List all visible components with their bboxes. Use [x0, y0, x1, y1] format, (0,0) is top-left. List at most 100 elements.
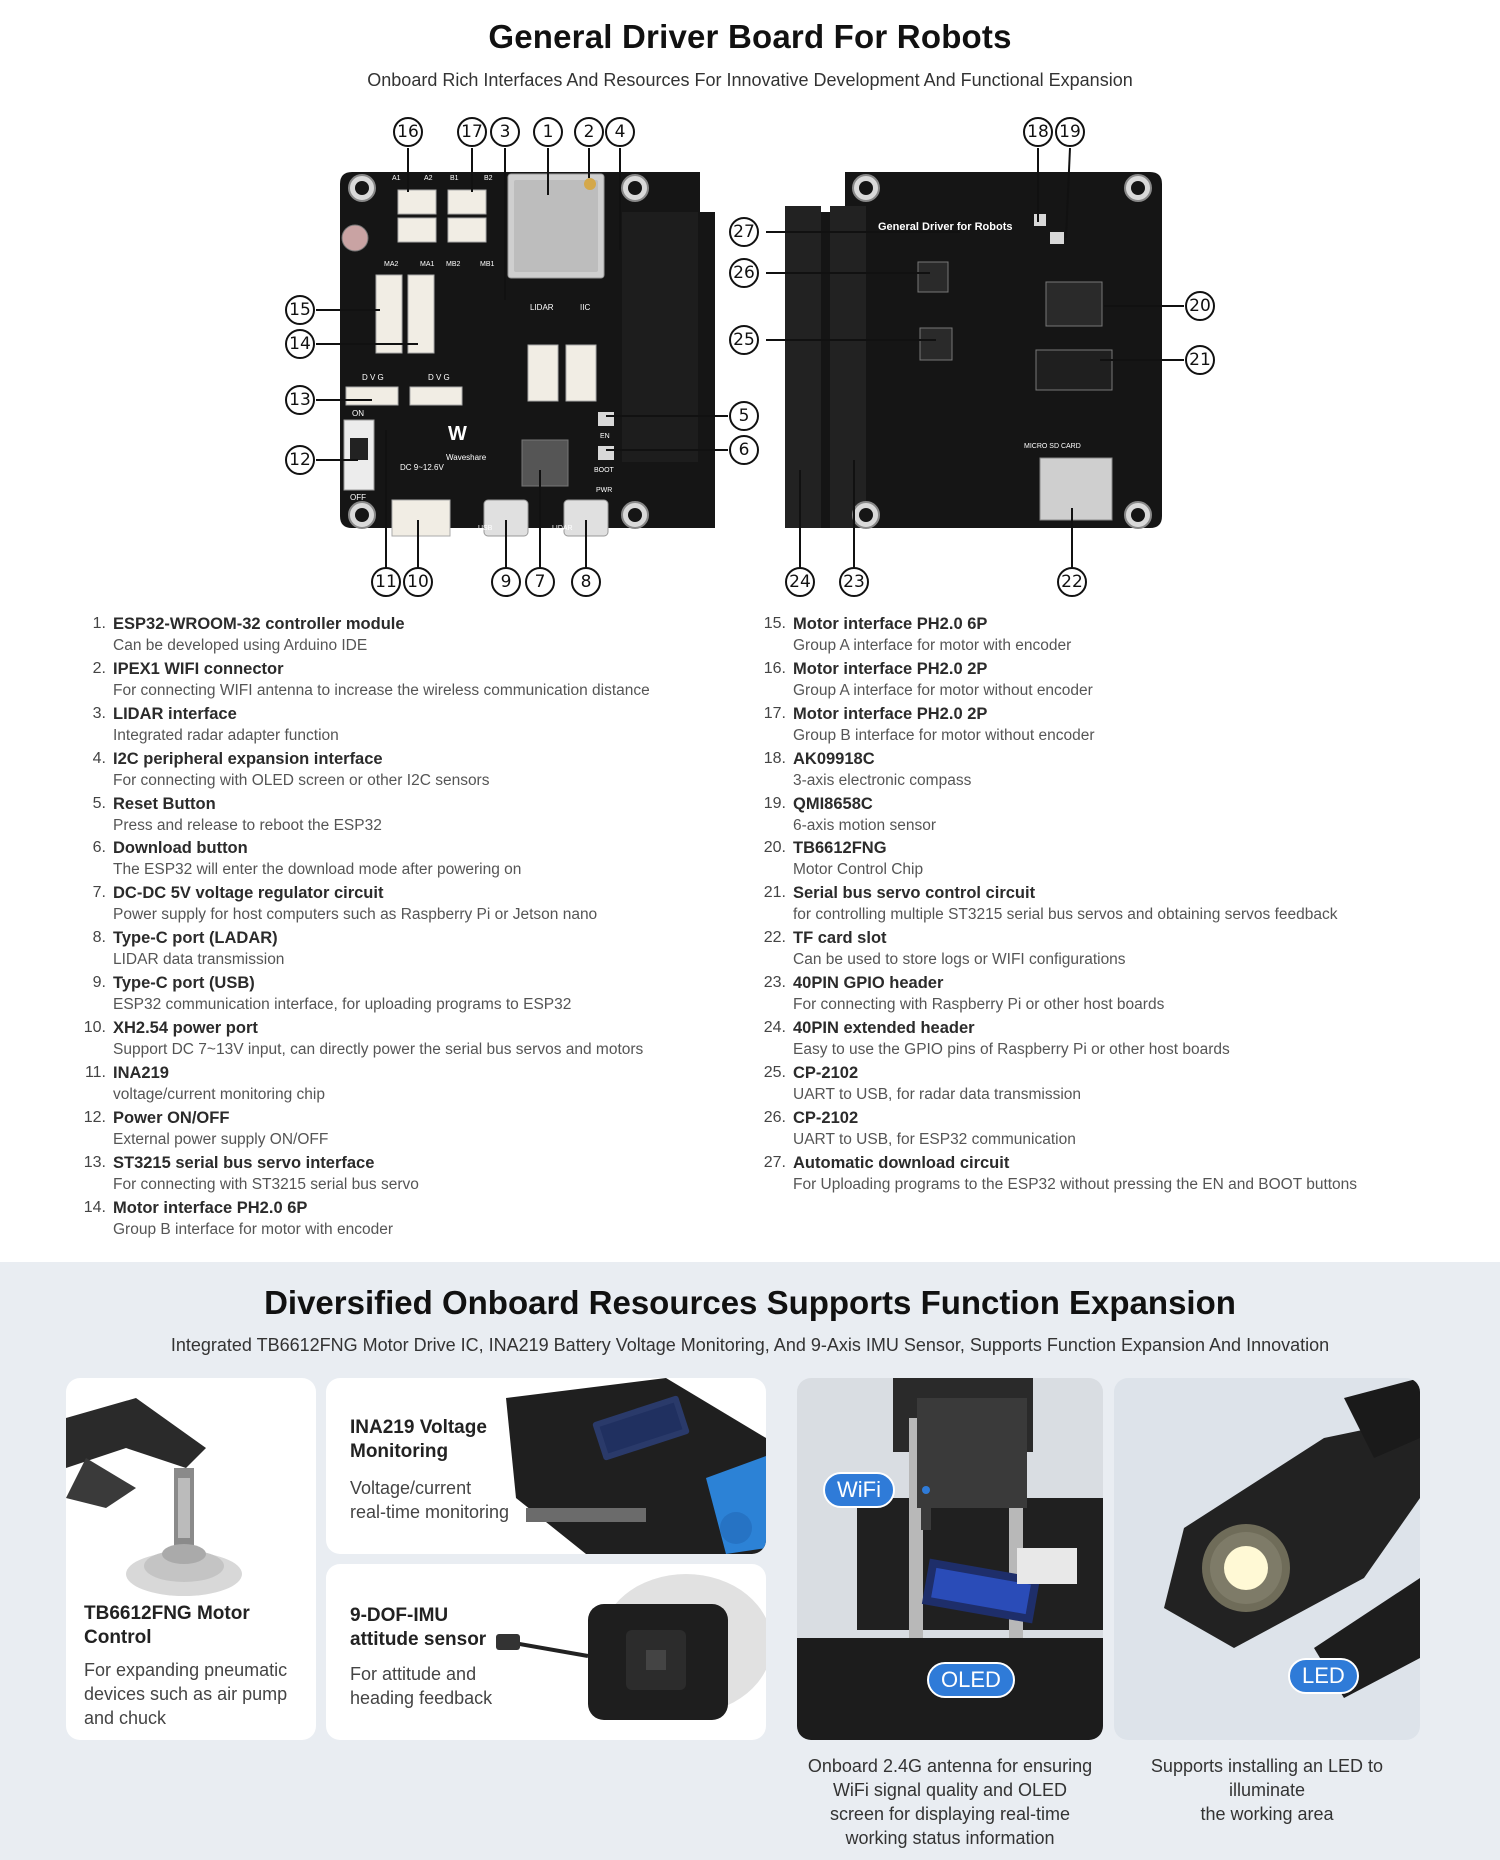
silk-b2: B2 [484, 175, 493, 182]
feature-name: INA219 [113, 1063, 169, 1082]
feature-description: External power supply ON/OFF [113, 1130, 329, 1148]
callout-6: 6 [729, 435, 759, 465]
caption-led: Supports installing an LED to illuminate… [1107, 1754, 1427, 1826]
card-motor-title-1: TB6612FNG Motor [84, 1603, 250, 1624]
feature-number: 13. [83, 1153, 106, 1171]
card-imu: 9-DOF-IMU attitude sensor For attitude a… [326, 1564, 766, 1740]
callout-21: 21 [1185, 345, 1215, 375]
feature-description: 3-axis electronic compass [793, 771, 972, 789]
silk-ma1: MA1 [420, 261, 435, 268]
feature-description: Support DC 7~13V input, can directly pow… [113, 1041, 644, 1059]
feature-name: I2C peripheral expansion interface [113, 749, 383, 768]
photo-wifi-oled: WiFi OLED [797, 1378, 1103, 1740]
feature-name: TF card slot [793, 929, 887, 948]
feature-number: 11. [84, 1063, 106, 1081]
svg-text:11: 11 [375, 572, 397, 592]
caption-wifi-oled-3: screen for displaying real-time [829, 1804, 1071, 1824]
card-motor-desc-1: For expanding pneumatic [84, 1660, 288, 1680]
feature-number: 16. [763, 659, 786, 677]
svg-text:9: 9 [501, 572, 512, 592]
feature-description: For connecting with ST3215 serial bus se… [113, 1175, 419, 1193]
oled-tag: OLED [927, 1662, 1015, 1698]
page-subtitle: Onboard Rich Interfaces And Resources Fo… [367, 70, 1133, 90]
svg-text:20: 20 [1189, 296, 1211, 316]
feature-name: TB6612FNG [793, 839, 887, 858]
feature-name: Motor interface PH2.0 2P [793, 659, 988, 678]
silk-b1: B1 [450, 175, 459, 182]
svg-text:6: 6 [739, 440, 750, 460]
feature-description: Integrated radar adapter function [113, 726, 339, 744]
feature-name: 40PIN GPIO header [793, 974, 944, 993]
svg-text:24: 24 [789, 572, 811, 592]
feature-number: 23. [763, 974, 786, 992]
callout-15: 15 [285, 295, 315, 325]
feature-description: For connecting with Raspberry Pi or othe… [793, 996, 1165, 1014]
silk-micro-sd: MICRO SD CARD [1024, 443, 1081, 450]
svg-text:4: 4 [615, 122, 626, 142]
silk-off: OFF [350, 493, 366, 502]
feature-number: 26. [763, 1108, 786, 1126]
photo-led: LED [1114, 1378, 1420, 1740]
wifi-tag: WiFi [823, 1472, 895, 1508]
silk-mb2: MB2 [446, 261, 461, 268]
feature-number: 9. [92, 974, 106, 992]
callout-5: 5 [729, 401, 759, 431]
silk-brand: Waveshare [446, 453, 487, 462]
feature-description: LIDAR data transmission [113, 951, 285, 969]
feature-number: 27. [763, 1153, 786, 1171]
svg-text:23: 23 [843, 572, 865, 592]
svg-text:27: 27 [733, 222, 755, 242]
feature-item: 8.Type-C port (LADAR)LIDAR data transmis… [80, 927, 720, 972]
card-motor-desc-3: and chuck [84, 1708, 167, 1728]
feature-name: Reset Button [113, 794, 216, 813]
feature-name: LIDAR interface [113, 704, 237, 723]
feature-number: 18. [763, 749, 786, 767]
feature-number: 14. [83, 1198, 106, 1216]
callout-20: 20 [1185, 291, 1215, 321]
board-diagram: A1 A2 B1 B2 MA2 MA1 MB2 MB1 LIDAR IIC [285, 117, 1215, 597]
svg-text:12: 12 [289, 450, 311, 470]
callout-19: 19 [1055, 117, 1085, 147]
feature-number: 6. [92, 839, 106, 857]
caption-wifi-oled-2: WiFi signal quality and OLED [832, 1780, 1068, 1800]
callout-1: 1 [533, 117, 563, 147]
feature-name: Serial bus servo control circuit [793, 884, 1036, 903]
svg-text:26: 26 [733, 263, 755, 283]
feature-description: Group B interface for motor with encoder [113, 1220, 393, 1238]
feature-number: 25. [763, 1063, 786, 1081]
callout-26: 26 [729, 258, 759, 288]
feature-number: 3. [92, 704, 106, 722]
feature-name: Type-C port (USB) [113, 974, 255, 993]
feature-number: 7. [92, 884, 106, 902]
svg-text:16: 16 [397, 122, 419, 142]
feature-number: 20. [763, 839, 786, 857]
card-imu-title-1: 9-DOF-IMU [350, 1605, 449, 1626]
callout-27: 27 [729, 217, 759, 247]
svg-text:22: 22 [1061, 572, 1083, 592]
feature-number: 2. [92, 659, 106, 677]
svg-text:14: 14 [289, 334, 311, 354]
silk-lidar-port: LIDAR [552, 525, 573, 532]
card-ina-desc-1: Voltage/current [350, 1478, 472, 1498]
svg-text:7: 7 [535, 572, 546, 592]
callout-7: 7 [525, 567, 555, 597]
card-ina-title-2: Monitoring [350, 1441, 449, 1462]
callout-23: 23 [839, 567, 869, 597]
ina219-image [506, 1378, 766, 1554]
